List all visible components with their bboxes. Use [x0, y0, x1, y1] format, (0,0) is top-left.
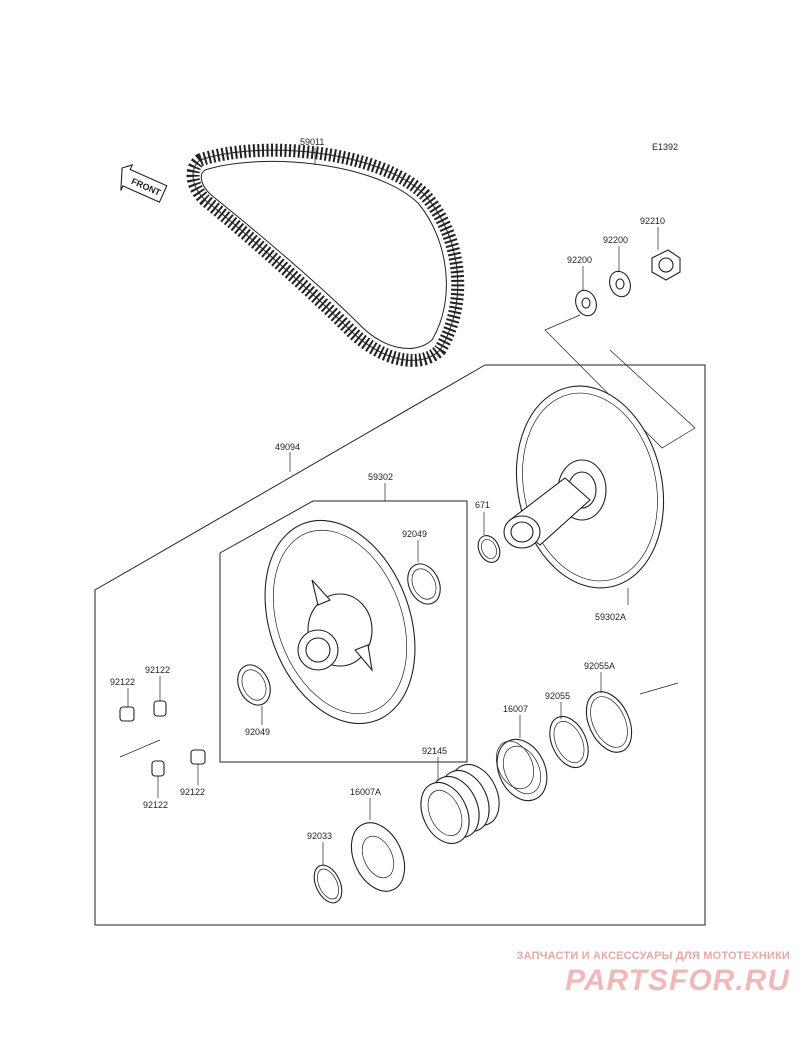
label-sheave-movable: 59302	[368, 472, 393, 482]
label-cam-16007a: 16007A	[350, 787, 381, 797]
seal-92055	[549, 715, 589, 769]
label-bushing-bottom: 92049	[245, 727, 270, 737]
seal-92055a	[585, 691, 633, 753]
label-washer-1: 92200	[567, 255, 592, 265]
drive-belt	[186, 143, 465, 367]
diagram-code: E1392	[652, 142, 678, 152]
label-belt: 59011	[300, 137, 324, 147]
label-o-ring: 671	[475, 500, 490, 510]
collar-d	[190, 749, 206, 765]
label-sheave-fixed: 59302A	[595, 612, 626, 622]
collar-c	[151, 760, 165, 777]
fixed-sheave	[503, 385, 665, 589]
bushing-top	[407, 563, 441, 605]
o-ring-671	[477, 535, 501, 563]
label-nut: 92210	[640, 216, 665, 226]
watermark-logo: PARTSFOR.RU	[565, 964, 790, 997]
collar-b	[153, 700, 167, 717]
collar-a	[119, 706, 135, 722]
label-collar-a: 92122	[110, 677, 135, 687]
label-washer-2: 92200	[603, 235, 628, 245]
label-collar-d: 92122	[180, 787, 205, 797]
movable-sheave	[264, 519, 416, 725]
label-snap-ring: 92033	[307, 831, 332, 841]
bushing-bottom	[237, 664, 271, 706]
cam-16007	[495, 738, 548, 802]
label-bushing-top: 92049	[402, 529, 427, 539]
label-seal-92055: 92055	[545, 691, 570, 701]
sub-assembly-outline	[219, 500, 468, 763]
snap-ring	[313, 864, 343, 904]
front-arrow-icon: FRONT	[120, 164, 168, 203]
washer-1	[575, 289, 597, 317]
label-collar-b: 92122	[145, 665, 170, 675]
label-seal-92055a: 92055A	[584, 661, 615, 671]
nut-icon	[651, 249, 681, 281]
assembly-outline	[94, 364, 706, 926]
label-collar-c: 92122	[143, 800, 168, 810]
cam-16007a	[350, 822, 406, 892]
label-driven-assy: 49094	[275, 442, 300, 452]
washer-2	[609, 270, 631, 298]
spring	[420, 763, 500, 845]
label-spring: 92145	[422, 746, 447, 756]
watermark-subtitle: ЗАПЧАСТИ И АКСЕССУАРЫ ДЛЯ МОТОТЕХНИКИ	[516, 950, 790, 962]
label-cam-16007: 16007	[503, 704, 528, 714]
